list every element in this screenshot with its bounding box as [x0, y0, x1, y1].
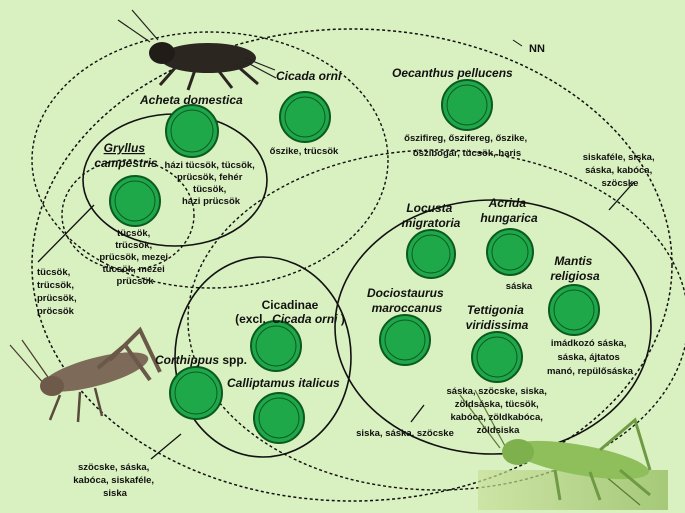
circle-cicada-orni	[279, 91, 331, 143]
label-locusta-migratoria: Locusta migratoria	[402, 201, 461, 230]
circle-locusta-migratoria	[406, 229, 456, 279]
cricket-image	[117, 9, 277, 91]
leader-short-horned	[150, 433, 182, 460]
vernacular-short-horned-group: szöcske, sáska, kabóca, siskaféle, siska	[73, 462, 156, 499]
vernacular-oecanthus: őszifireg, őszifereg, őszike, őszibogár,…	[404, 133, 530, 159]
katydid-image	[459, 389, 668, 510]
group-caelifera	[334, 199, 652, 455]
vernacular-mantis: imádkozó sáska, sáska, ájtatos manó, rep…	[547, 338, 634, 377]
circle-acheta-domestica	[165, 104, 219, 158]
label-acheta-domestica: Acheta domestica	[139, 93, 243, 107]
vernacular-crickets-group: tücsök, trücsök, prücsök, pröcsök	[37, 267, 79, 317]
group-short-horned	[174, 256, 352, 458]
label-mantis-religiosa: Mantis religiosa	[550, 254, 600, 283]
vernacular-tettigonia: sáska, szöcske, siska, zöldsáska, tücsök…	[447, 386, 550, 436]
leader-orthoptera	[608, 181, 635, 211]
circle-oecanthus-pellucens	[441, 79, 493, 131]
vernacular-cicada-orni: őszike, trücsök	[270, 146, 339, 157]
circle-dociostaurus-maroccanus	[379, 314, 431, 366]
vernacular-acridid-group: siska, sáska, szöcske	[356, 428, 454, 439]
circle-cicadinae	[250, 320, 302, 372]
vernacular-acheta: házi tücsök, tücsök, prücsök, fehér tücs…	[165, 160, 258, 207]
label-corthippus-spp: Corthippus spp.	[155, 353, 247, 367]
label-calliptamus-italicus: Calliptamus italicus	[227, 376, 340, 390]
leader-acridid	[410, 404, 425, 423]
circle-calliptamus-italicus	[253, 392, 305, 444]
label-tettigonia-viridissima: Tettigonia viridissima	[466, 303, 529, 332]
label-dociostaurus-maroccanus: Dociostaurus maroccanus	[367, 286, 447, 315]
grasshopper-image	[9, 326, 162, 423]
group-crickets-cicada	[31, 31, 389, 289]
group-outer-nn	[31, 28, 673, 502]
vernacular-orthoptera-group: siskaféle, siska, sáska, kabóca, szöcske	[583, 152, 657, 189]
label-cicada-orni: Cicada orni	[276, 69, 342, 83]
diagram-title: NN	[529, 43, 545, 55]
circle-acrida-hungarica	[486, 228, 534, 276]
label-cicadinae-exclusion: (excl. Cicada orni )	[235, 312, 345, 326]
circle-mantis-religiosa	[548, 284, 600, 336]
circle-gryllus-campestris	[109, 175, 161, 227]
leader-crickets	[37, 204, 95, 263]
vernacular-gryllus: tücsök, trücsök, prücsök, mezei tücsök, …	[99, 228, 170, 287]
label-cicadinae: Cicadinae	[262, 298, 319, 312]
label-acrida-hungarica: Acrida hungarica	[480, 196, 538, 225]
circle-tettigonia-viridissima	[471, 331, 523, 383]
label-oecanthus-pellucens: Oecanthus pellucens	[392, 66, 513, 80]
vernacular-acrida: sáska	[506, 281, 533, 292]
circle-corthippus-spp	[169, 366, 223, 420]
leader-nn	[512, 39, 523, 47]
group-orthoptera	[187, 149, 685, 491]
group-gryllus	[61, 159, 195, 271]
label-gryllus-campestris: Gryllus campestris	[94, 141, 158, 170]
